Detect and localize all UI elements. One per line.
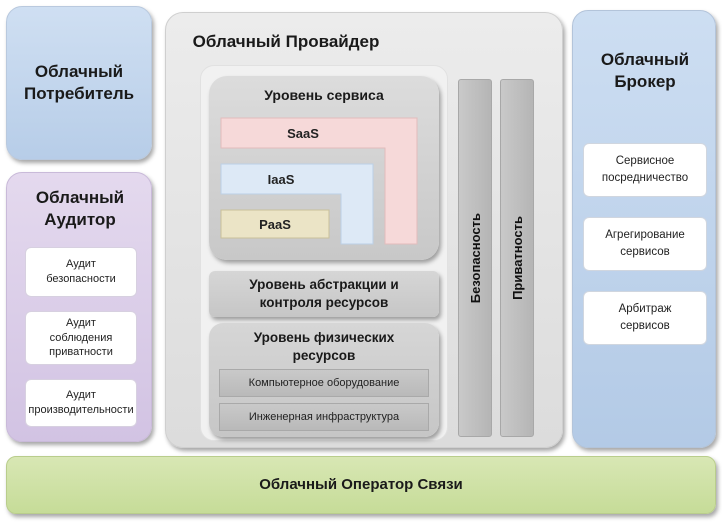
saas-label: SaaS (287, 126, 319, 141)
cloud-auditor-title: Облачный Аудитор (35, 188, 125, 230)
cloud-consumer-title: Облачный Потребитель (24, 61, 135, 103)
physical-level-box: Уровень физических ресурсов Компьютерное… (209, 323, 439, 437)
service-intermediation-item: Сервисное посредничество (583, 143, 707, 197)
abstraction-level-box: Уровень абстракции и контроля ресурсов (209, 271, 439, 317)
service-level-title: Уровень сервиса (264, 87, 384, 103)
security-label: Безопасность (467, 212, 483, 304)
cloud-carrier-box: Облачный Оператор Связи (6, 456, 716, 514)
service-layers-diagram: SaaS IaaS PaaS (220, 117, 418, 245)
engineering-infrastructure-item: Инженерная инфраструктура (219, 403, 429, 431)
iaas-label: IaaS (268, 172, 295, 187)
iaas-layer-shape (220, 163, 374, 245)
privacy-label: Приватность (509, 216, 525, 300)
cloud-broker-title: Облачный Брокер (600, 50, 690, 92)
paas-layer-shape (220, 209, 330, 239)
service-arbitrage-item: Арбитраж сервисов (583, 291, 707, 345)
privacy-column: Приватность (500, 79, 534, 437)
physical-level-title: Уровень физических ресурсов (253, 330, 395, 364)
cloud-provider-title: Облачный Провайдер (192, 32, 380, 51)
cloud-carrier-title: Облачный Оператор Связи (259, 476, 463, 494)
computer-hardware-item: Компьютерное оборудование (219, 369, 429, 397)
saas-layer-shape (220, 117, 418, 245)
cloud-consumer-box: Облачный Потребитель (6, 6, 152, 160)
audit-security-item: Аудит безопасности (25, 247, 137, 297)
cloud-auditor-box: Облачный Аудитор Аудит безопасности Ауди… (6, 172, 152, 442)
provider-layers-panel: Уровень сервиса SaaS IaaS PaaS Уровень а… (200, 65, 448, 441)
service-aggregation-item: Агрегирование сервисов (583, 217, 707, 271)
audit-privacy-item: Аудит соблюдения приватности (25, 311, 137, 365)
paas-label: PaaS (259, 217, 291, 232)
security-column: Безопасность (458, 79, 492, 437)
cloud-broker-box: Облачный Брокер Сервисное посредничество… (572, 10, 716, 448)
audit-performance-item: Аудит производительности (25, 379, 137, 427)
cloud-provider-box: Облачный Провайдер Уровень сервиса SaaS … (165, 12, 563, 448)
service-level-box: Уровень сервиса SaaS IaaS PaaS (209, 76, 439, 260)
